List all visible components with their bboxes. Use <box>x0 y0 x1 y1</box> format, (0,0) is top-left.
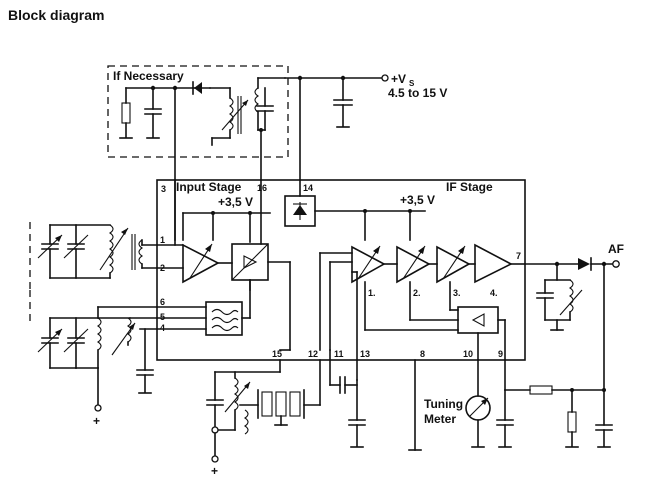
plus-left: + <box>93 414 100 428</box>
supply-range: 4.5 to 15 V <box>388 86 447 100</box>
stage-4-label: 4. <box>490 288 498 298</box>
capacitor-supply <box>333 77 353 128</box>
stage-3-label: 3. <box>453 288 461 298</box>
ic-body <box>156 179 526 361</box>
input-amplifier <box>182 243 220 284</box>
mixer-block <box>231 243 269 281</box>
pin-2-label: 2 <box>160 263 165 273</box>
tuning-meter <box>465 395 491 421</box>
if-amplifier-4 <box>474 243 513 284</box>
vref-right: +3,5 V <box>400 193 435 207</box>
pin-9-label: 9 <box>498 349 503 359</box>
stage-1-label: 1. <box>368 288 376 298</box>
if-necessary-box: If Necessary <box>107 65 289 158</box>
if-amplifier-1 <box>351 245 386 284</box>
resistor-r2 <box>529 385 553 395</box>
oscillator-block <box>205 301 243 336</box>
if-amplifier-2 <box>396 245 431 284</box>
if-necessary-label: If Necessary <box>113 69 184 83</box>
vref-left: +3,5 V <box>218 195 253 209</box>
supply-subscript: S <box>409 79 415 88</box>
supply-label: +V <box>391 72 406 86</box>
pin-14-label: 14 <box>303 183 313 193</box>
diode-af <box>578 257 592 271</box>
meter-driver-block <box>457 306 499 334</box>
pin-15-label: 15 <box>272 349 282 359</box>
tuned-coil-box <box>211 87 259 146</box>
pin-4-label: 4 <box>160 323 165 333</box>
capacitor-c1 <box>144 87 162 139</box>
resistor-r1 <box>119 87 133 139</box>
pin-5-label: 5 <box>160 312 165 322</box>
pin-6-label: 6 <box>160 297 165 307</box>
input-stage-label: Input Stage <box>176 180 242 194</box>
pin-7-label: 7 <box>516 251 521 261</box>
pin-13-label: 13 <box>360 349 370 359</box>
stage-2-label: 2. <box>413 288 421 298</box>
pin-1-label: 1 <box>160 235 165 245</box>
pin-12-label: 12 <box>308 349 318 359</box>
meter-label: Meter <box>424 412 456 426</box>
diagram-title: Block diagram <box>8 7 104 23</box>
ceramic-filter <box>257 389 305 419</box>
af-label: AF <box>608 242 624 256</box>
diode-d1 <box>192 81 231 99</box>
pin-16-label: 16 <box>257 183 267 193</box>
plus-bottom: + <box>211 464 218 478</box>
pin-11-label: 11 <box>334 349 344 359</box>
pin-10-label: 10 <box>463 349 473 359</box>
pin-8-label: 8 <box>420 349 425 359</box>
tuning-label: Tuning <box>424 397 463 411</box>
pin-3-label: 3 <box>161 184 166 194</box>
resistor-r3 <box>567 411 577 433</box>
if-amplifier-3 <box>436 245 471 284</box>
if-stage-label: IF Stage <box>446 180 493 194</box>
